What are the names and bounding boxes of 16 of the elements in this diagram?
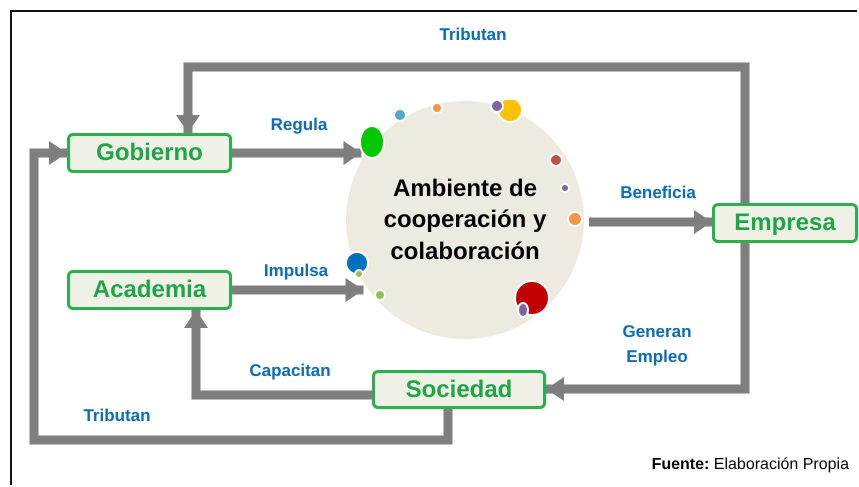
node-label: Academia [92, 276, 206, 304]
node-label: Gobierno [96, 139, 203, 167]
arrow [176, 62, 750, 203]
arrow [588, 210, 712, 234]
actor-box [712, 203, 858, 243]
arrow [232, 141, 362, 165]
actor-box [372, 370, 546, 409]
arrow [184, 310, 372, 400]
node-label: Sociedad [406, 376, 512, 404]
arrow [232, 278, 364, 302]
node-label: Empresa [734, 209, 836, 237]
actor-box [67, 270, 232, 310]
actor-box [67, 133, 232, 173]
source-note: Fuente: Elaboración Propia [652, 456, 849, 474]
arrow [546, 243, 750, 401]
node-label: Ambiente de cooperación y colaboración [382, 174, 548, 267]
